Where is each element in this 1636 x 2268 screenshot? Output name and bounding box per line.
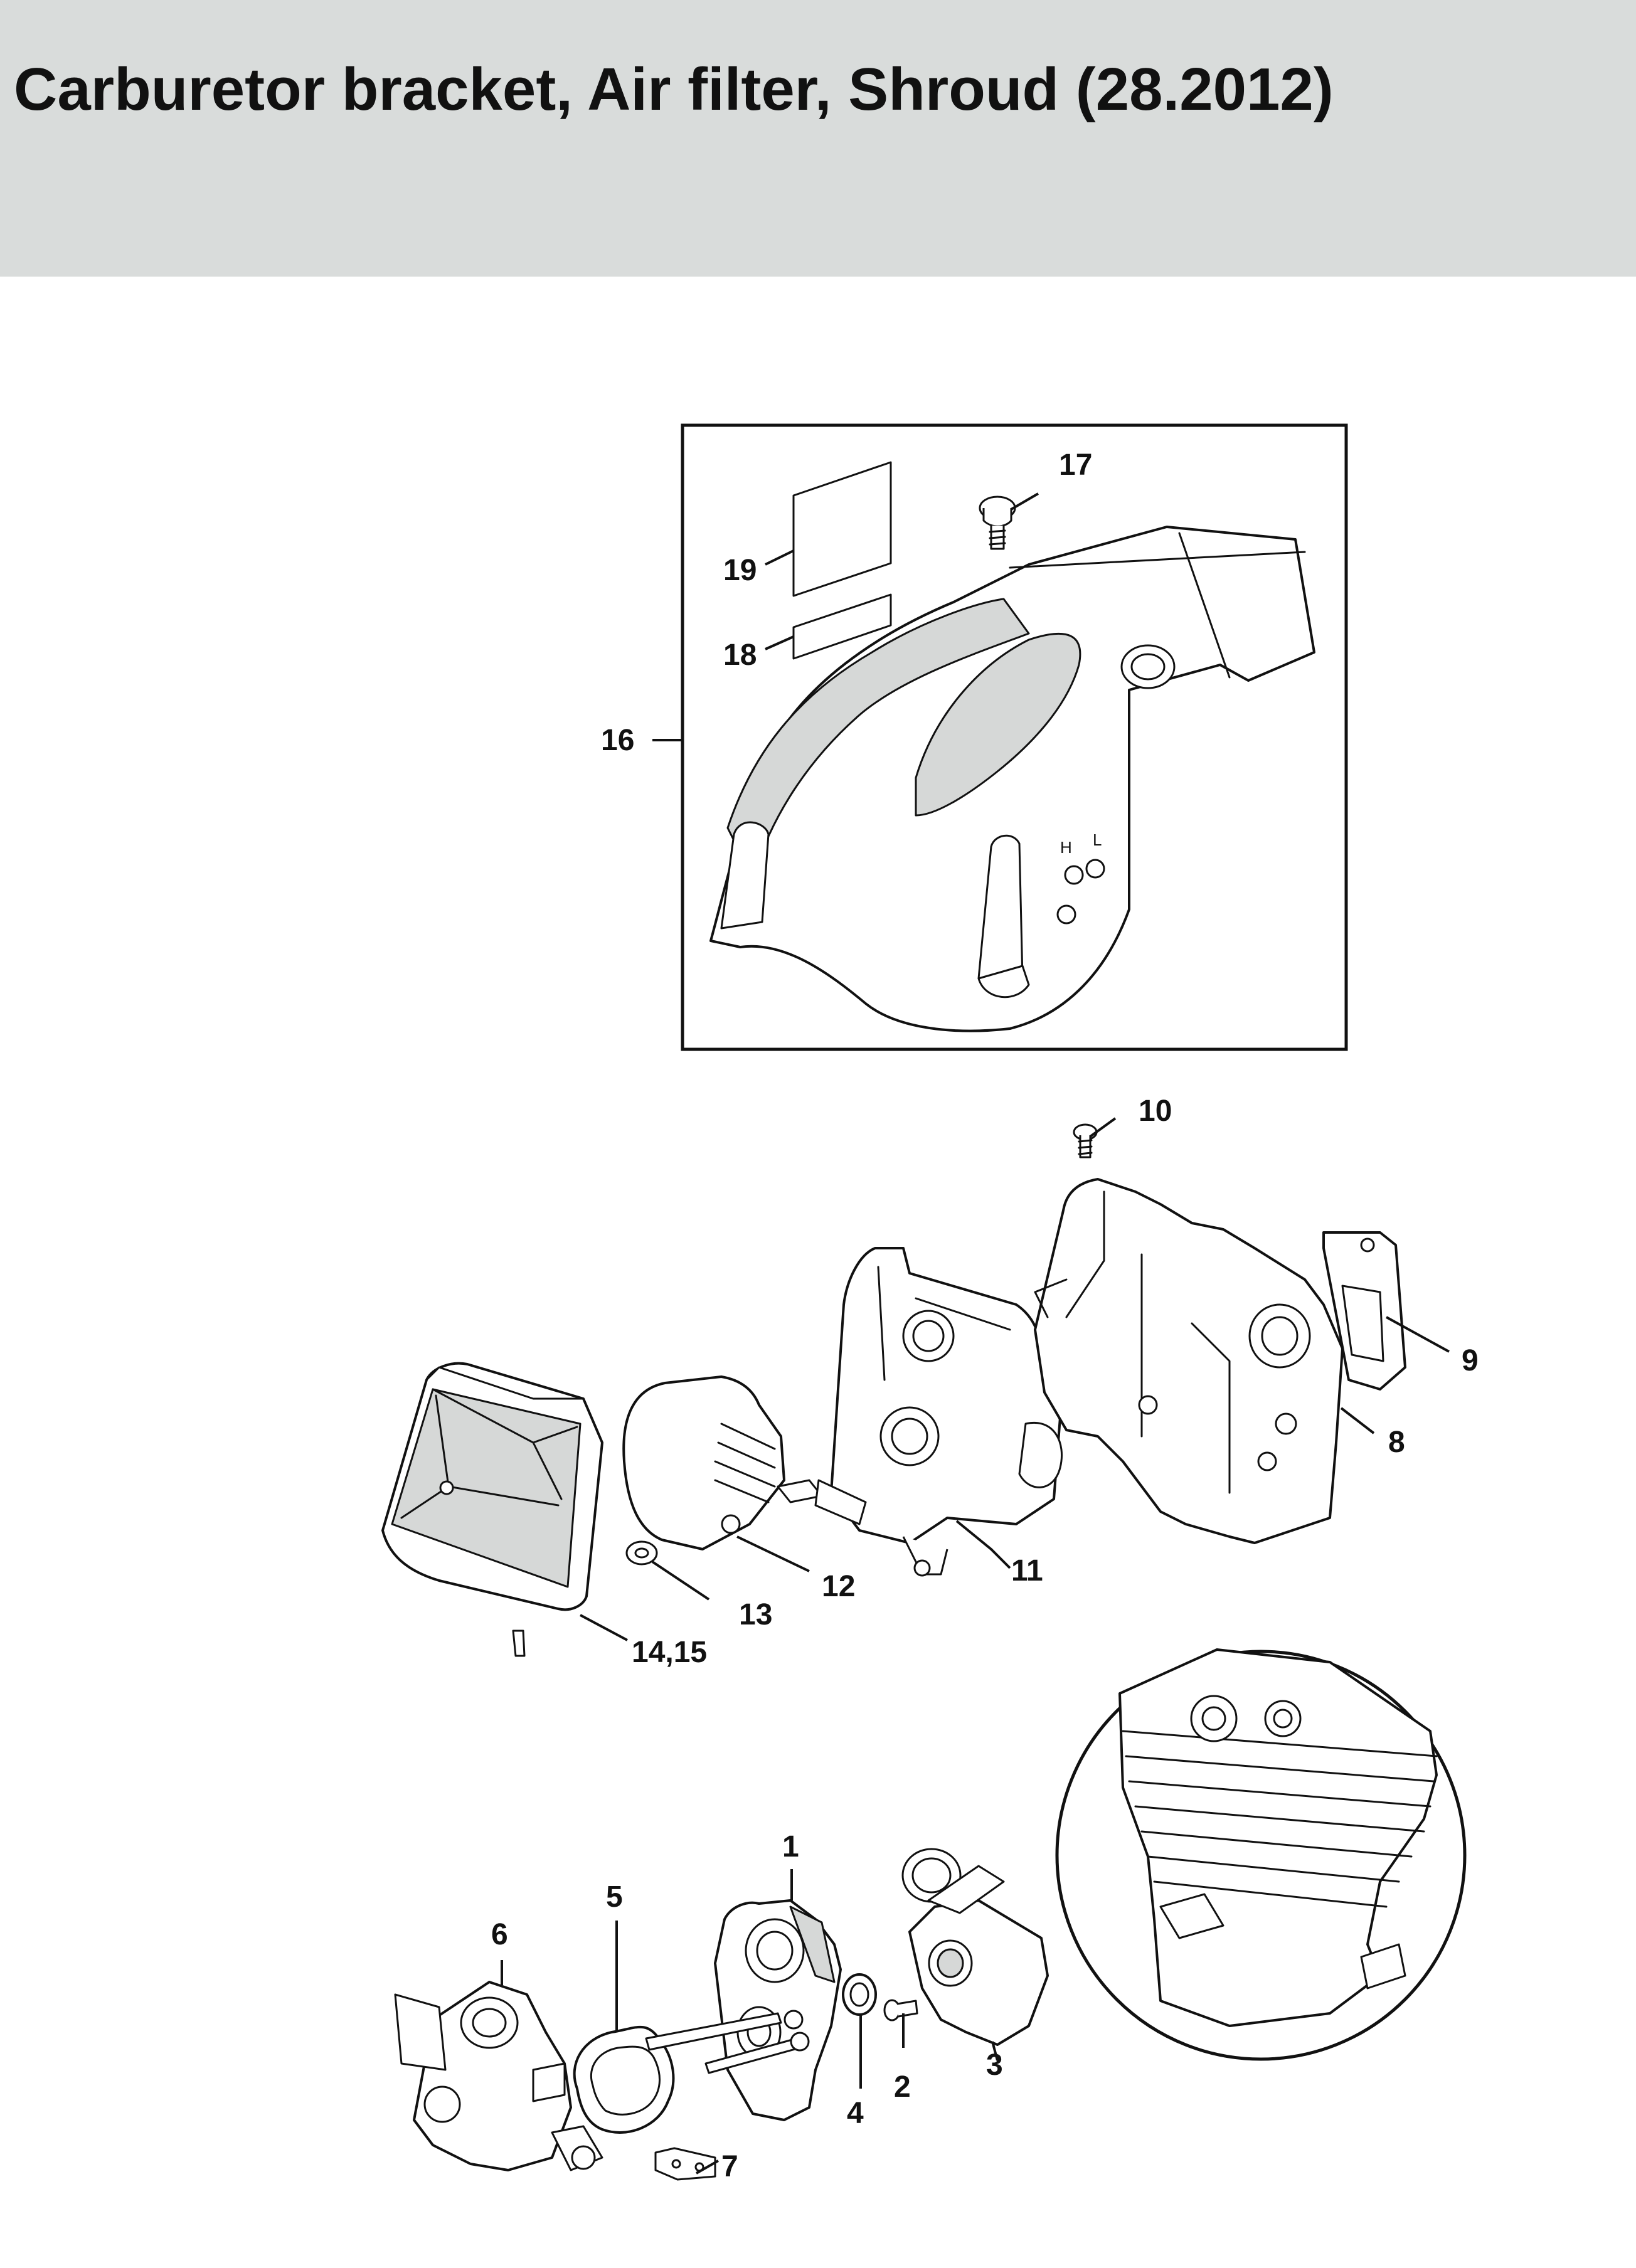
part-3-intake-manifold	[901, 1848, 1049, 2046]
callout-1: 1	[782, 1830, 799, 1863]
part-11-choke-linkage	[777, 1479, 867, 1525]
callout-18: 18	[723, 639, 757, 672]
callout-9: 9	[1462, 1344, 1479, 1377]
leader-lines	[501, 492, 1450, 2175]
callout-2: 2	[894, 2070, 911, 2104]
part-16-shroud: H L	[709, 526, 1315, 1032]
title-band: Carburetor bracket, Air filter, Shroud (…	[0, 0, 1636, 277]
part-10-screw	[1073, 1123, 1098, 1158]
callout-7: 7	[721, 2150, 738, 2183]
part-11-mounting-shield	[830, 1247, 1063, 1577]
callout-8: 8	[1388, 1426, 1405, 1459]
callout-6: 6	[491, 1918, 508, 1951]
part-7-clip	[654, 2147, 716, 2181]
callout-10: 10	[1139, 1094, 1172, 1128]
part-5-gasket	[573, 2025, 675, 2134]
callout-19: 19	[723, 554, 757, 587]
callout-3: 3	[986, 2048, 1003, 2082]
cylinder-reference-circle	[1055, 1650, 1467, 2061]
part-17-screw	[979, 495, 1016, 550]
callout-5: 5	[606, 1880, 623, 1914]
page-title: Carburetor bracket, Air filter, Shroud (…	[14, 56, 1334, 123]
part-18-label	[792, 593, 892, 660]
part-12-filter-cap	[622, 1375, 785, 1550]
callout-4: 4	[847, 2097, 864, 2130]
part-14-15-air-filter	[381, 1362, 603, 1657]
part-8-carburetor-box	[1034, 1178, 1344, 1544]
shroud-marking-low: L	[1093, 830, 1102, 849]
callout-14-15: 14,15	[632, 1636, 707, 1669]
part-4-sleeve	[842, 1973, 877, 2016]
callout-16: 16	[601, 724, 634, 757]
callout-13: 13	[739, 1598, 772, 1631]
shroud-inset-frame	[681, 423, 1348, 1051]
part-6-carburetor	[394, 1981, 603, 2171]
callout-12: 12	[822, 1570, 855, 1603]
shroud-marking-high: H	[1060, 838, 1072, 857]
part-19-label	[792, 461, 892, 597]
callout-numbers: 16 17 19 18 10 9 8 11 12 13 14,15 1 5 6 …	[491, 448, 1479, 2183]
callout-17: 17	[1059, 448, 1092, 482]
callout-11: 11	[1011, 1554, 1043, 1587]
part-2-screw	[883, 1999, 918, 2022]
part-1-carburetor-bracket	[645, 1899, 842, 2121]
part-13-nut	[625, 1540, 658, 1566]
cylinder-reference-illustration	[1118, 1648, 1438, 2027]
part-9-choke-knob	[1322, 1231, 1406, 1391]
